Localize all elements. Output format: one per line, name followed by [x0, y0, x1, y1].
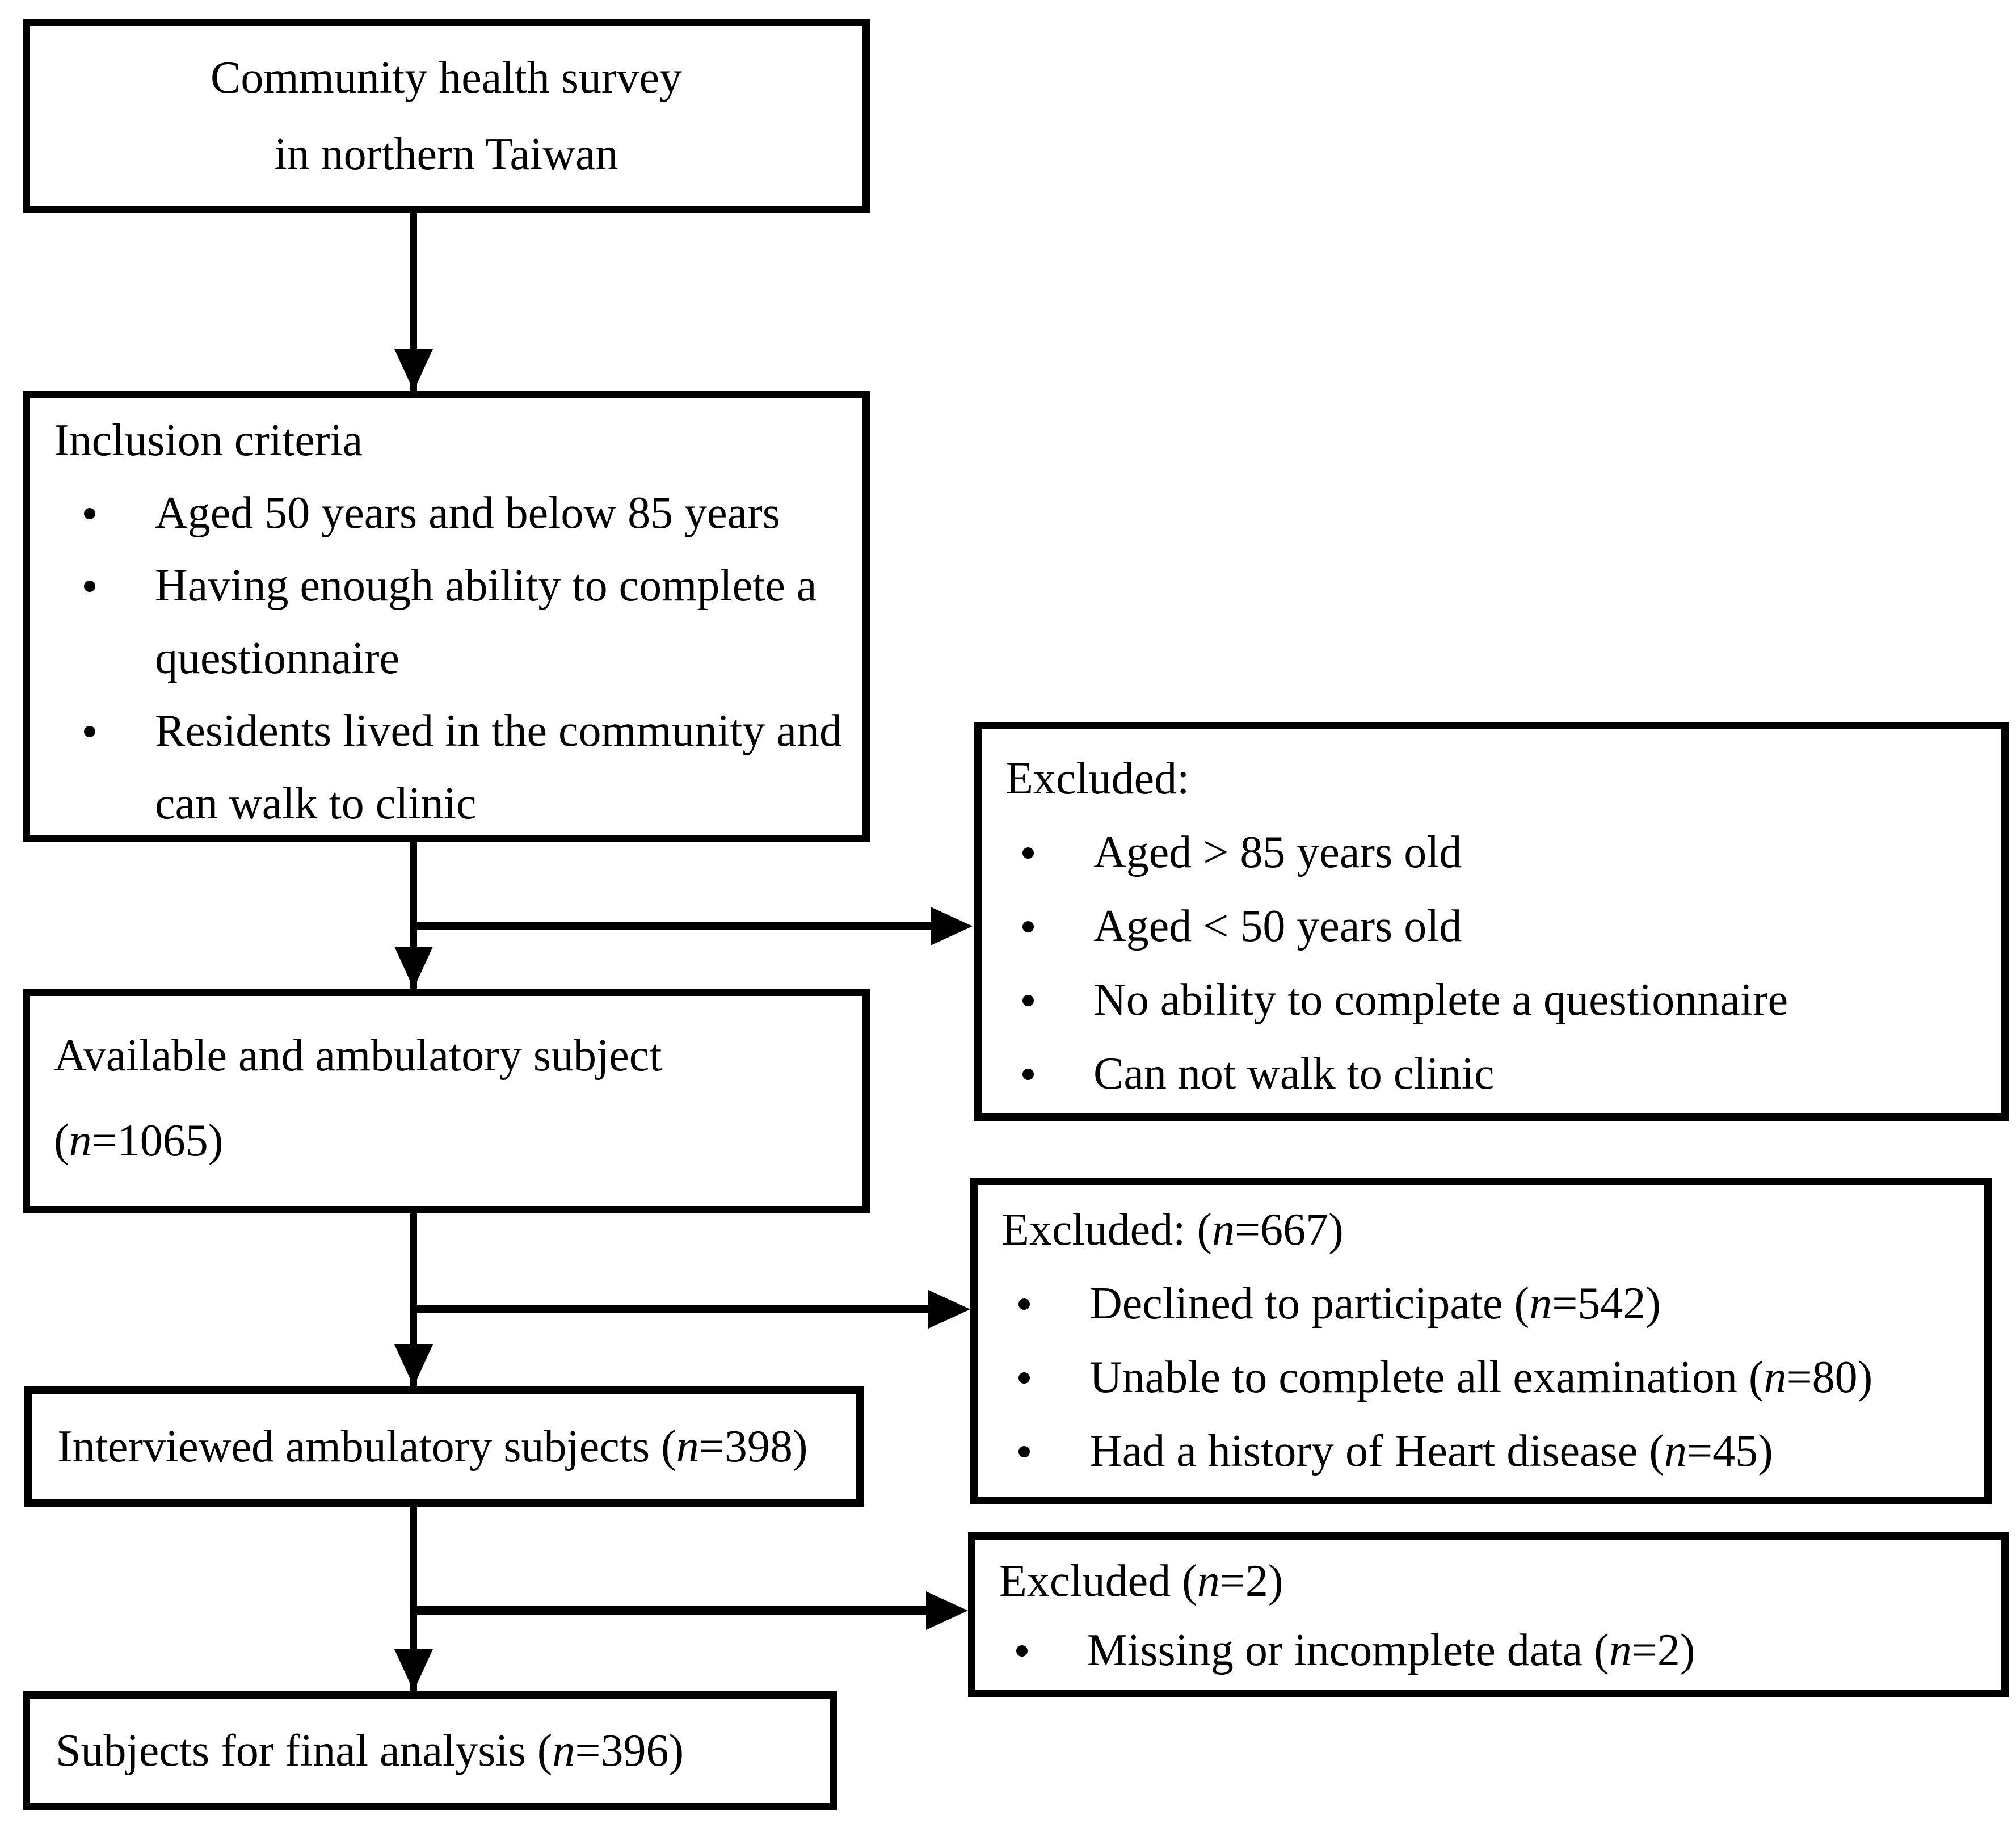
- bullet-icon: [1018, 1298, 1030, 1310]
- box-inclusion-title: Inclusion criteria: [54, 415, 363, 465]
- excluded-1-bullet-2: Aged < 50 years old: [982, 889, 2001, 963]
- excluded-1-bullet-2-text: Aged < 50 years old: [1093, 901, 1462, 951]
- excluded-2-bullet-1: Declined to participate (n=542): [978, 1267, 1984, 1340]
- excluded-2-bullet-3: Had a history of Heart disease (n=45): [978, 1414, 1984, 1488]
- excluded-2-bullet-2: Unable to complete all examination (n=80…: [978, 1340, 1984, 1414]
- excluded-1-bullet-1: Aged > 85 years old: [982, 816, 2001, 889]
- excluded-1-bullet-1-text: Aged > 85 years old: [1093, 827, 1462, 877]
- box-excluded-3-title: Excluded (n=2): [999, 1556, 1283, 1606]
- box-community-survey-line2: in northern Taiwan: [274, 129, 618, 179]
- bullet-icon: [1018, 1446, 1030, 1457]
- excluded-1-bullet-3: No ability to complete a questionnaire: [982, 963, 2001, 1037]
- excluded-2-bullet-2-text: Unable to complete all examination (n=80…: [1089, 1352, 1873, 1402]
- excluded-3-bullet-1: Missing or incomplete data (n=2): [975, 1616, 2001, 1685]
- inclusion-bullet-3-text: Residents lived in the community and can…: [155, 706, 842, 829]
- excluded-2-bullet-1-text: Declined to participate (n=542): [1089, 1279, 1661, 1329]
- bullet-icon: [84, 581, 95, 592]
- box-community-survey-line1: Community health survey: [210, 52, 682, 103]
- arrowhead-right-icon: [926, 1591, 968, 1630]
- bullet-icon: [84, 726, 95, 737]
- box-excluded-2: Excluded: (n=667) Declined to participat…: [970, 1178, 1992, 1504]
- arrowhead-right-icon: [928, 1290, 970, 1329]
- inclusion-bullet-3: Residents lived in the community and can…: [30, 695, 862, 840]
- box-interviewed-subjects: Interviewed ambulatory subjects (n=398): [24, 1386, 864, 1507]
- bullet-icon: [1022, 1069, 1034, 1080]
- inclusion-bullet-2-text: Having enough ability to complete a ques…: [155, 561, 817, 683]
- arrowhead-down-icon: [394, 349, 433, 391]
- box-excluded-1: Excluded: Aged > 85 years old Aged < 50 …: [974, 722, 2009, 1121]
- arrowhead-right-icon: [931, 907, 973, 945]
- connector-branch-excluded-1: [410, 922, 931, 930]
- connector-available-to-interviewed: [410, 1213, 417, 1386]
- box-excluded-2-title: Excluded: (n=667): [1001, 1205, 1344, 1255]
- box-community-survey: Community health survey in northern Taiw…: [23, 19, 870, 213]
- box-available-line1: Available and ambulatory subject: [54, 1031, 662, 1081]
- bullet-icon: [1016, 1645, 1028, 1657]
- connector-branch-excluded-3: [410, 1606, 926, 1615]
- excluded-1-bullet-4-text: Can not walk to clinic: [1093, 1049, 1495, 1099]
- bullet-icon: [1022, 847, 1034, 859]
- arrowhead-down-icon: [394, 947, 433, 989]
- box-inclusion-criteria: Inclusion criteria Aged 50 years and bel…: [23, 391, 870, 842]
- bullet-icon: [1018, 1372, 1030, 1384]
- box-available-line2: (n=1065): [54, 1116, 224, 1166]
- inclusion-bullet-1: Aged 50 years and below 85 years: [30, 477, 862, 549]
- box-excluded-1-title: Excluded:: [1005, 754, 1190, 804]
- bullet-icon: [1022, 995, 1034, 1006]
- arrowhead-down-icon: [394, 1649, 433, 1691]
- excluded-1-bullet-4: Can not walk to clinic: [982, 1037, 2001, 1111]
- excluded-3-bullet-1-text: Missing or incomplete data (n=2): [1087, 1625, 1695, 1675]
- bullet-icon: [1022, 921, 1034, 932]
- box-final-line1: Subjects for final analysis (n=396): [56, 1725, 684, 1776]
- bullet-icon: [84, 508, 95, 519]
- box-available-subjects: Available and ambulatory subject (n=1065…: [23, 989, 870, 1213]
- inclusion-bullet-2: Having enough ability to complete a ques…: [30, 549, 862, 695]
- box-final-analysis: Subjects for final analysis (n=396): [23, 1691, 837, 1810]
- excluded-1-bullet-3-text: No ability to complete a questionnaire: [1093, 975, 1788, 1025]
- connector-survey-to-inclusion: [410, 213, 417, 391]
- connector-branch-excluded-2: [410, 1305, 928, 1313]
- inclusion-bullet-1-text: Aged 50 years and below 85 years: [155, 488, 780, 538]
- connector-interviewed-to-final: [410, 1507, 417, 1691]
- box-interviewed-line1: Interviewed ambulatory subjects (n=398): [57, 1421, 808, 1472]
- excluded-2-bullet-3-text: Had a history of Heart disease (n=45): [1089, 1426, 1773, 1476]
- arrowhead-down-icon: [394, 1344, 433, 1386]
- box-excluded-3: Excluded (n=2) Missing or incomplete dat…: [968, 1532, 2009, 1697]
